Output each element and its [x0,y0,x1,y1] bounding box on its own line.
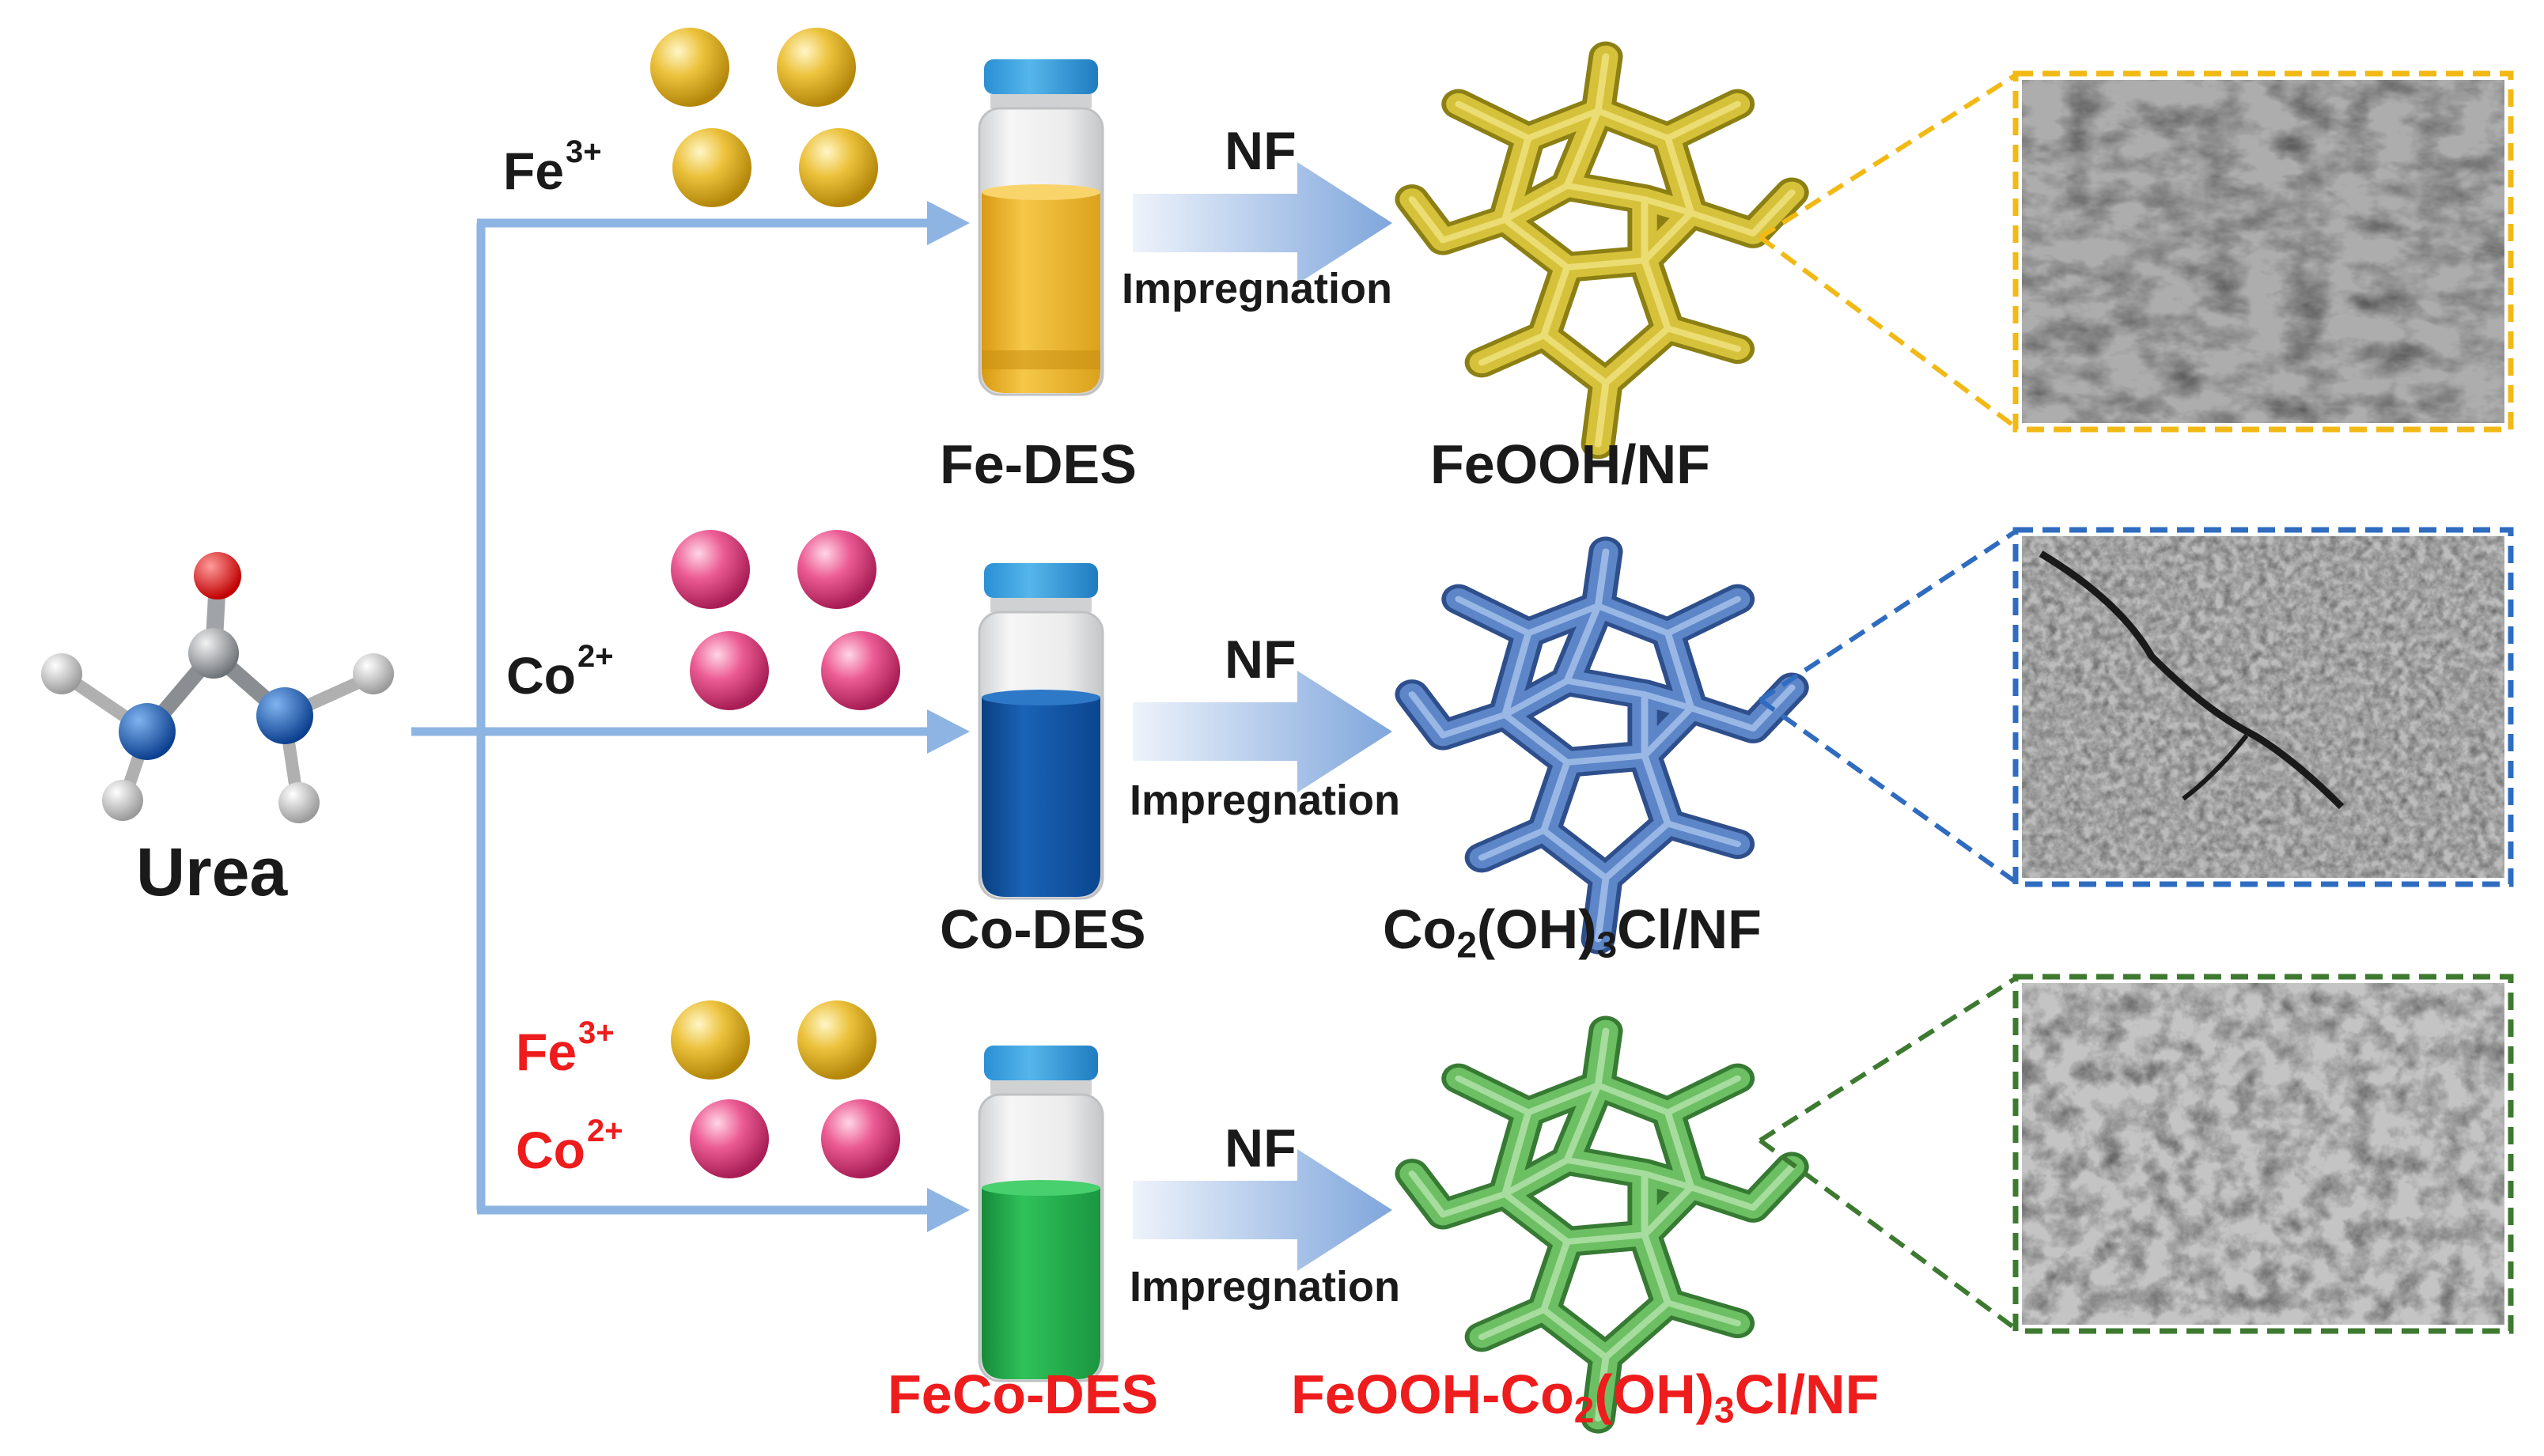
reagent-label: NF [1225,121,1297,181]
co-ion-sphere [671,530,750,609]
oxygen-atom [194,552,241,599]
product-label: FeOOH/NF [1430,433,1710,495]
ion-symbol: Fe [503,142,565,200]
ion-label-fe: Fe3+ [503,136,602,197]
framework-feooh-co2ohcl [1412,1031,1792,1418]
solution-label: FeCo-DES [888,1363,1159,1425]
co-ion-sphere [797,530,876,609]
co-ion-sphere [690,1099,769,1178]
vial-co [978,563,1104,900]
sem-image-feooh-co2ohcl [2012,974,2514,1334]
ion-label-co: Co2+ [516,1115,623,1176]
co-ion-sphere [821,1099,900,1178]
product-subscript: 2 [1456,924,1477,966]
framework-feooh [1412,56,1792,444]
fe-ion-sphere [672,128,751,207]
hydrogen-atom [41,653,82,694]
product-subscript: 3 [1713,1389,1735,1431]
branch-connector [411,218,935,1215]
fe-ion-sphere [777,28,856,107]
product-formula-part: Cl/NF [1734,1363,1880,1425]
fe-ion-sphere [671,1000,750,1080]
fe-ion-sphere [797,1000,876,1080]
nitrogen-atom [119,703,176,760]
nitrogen-atom [256,687,313,744]
fe-ion-sphere [799,128,878,207]
product-formula-part: (OH) [1594,1363,1714,1425]
carbon-atom [188,628,239,679]
hydrogen-atom [102,780,143,821]
ion-charge: 2+ [586,1114,623,1148]
reagent-label: NF [1225,1118,1297,1178]
sem-image-co2ohcl [2012,527,2514,887]
impregnation-arrow [1133,162,1392,284]
ion-charge: 3+ [566,134,602,169]
impregnation-arrow [1133,671,1392,792]
process-label: Impregnation [1130,777,1401,824]
ion-spheres-fe [650,28,878,207]
molecule-label: Urea [136,834,288,910]
zoom-callout-co [1758,529,2017,884]
product-label: FeOOH-Co2(OH)3Cl/NF [1291,1367,1879,1428]
arrowhead [927,1188,970,1232]
product-formula-part: Cl/NF [1617,898,1762,960]
hydrogen-atom [278,782,320,823]
branch-arrowheads [927,201,970,1232]
product-label: Co2(OH)3Cl/NF [1383,902,1762,963]
sem-image-feooh [2012,70,2514,433]
vial-feco [978,1046,1104,1382]
arrowhead [927,709,970,754]
process-label: Impregnation [1130,1263,1401,1310]
reagent-label: NF [1225,630,1297,690]
product-subscript: 2 [1573,1389,1595,1431]
zoom-callout-fe [1758,73,2017,429]
urea-molecule [41,552,394,823]
ion-charge: 3+ [578,1015,615,1050]
vial-fe [978,59,1104,396]
ion-charge: 2+ [577,639,614,674]
co-ion-sphere [821,631,900,710]
product-subscript: 3 [1596,924,1618,966]
co-ion-sphere [690,631,769,710]
framework-co2ohcl [1412,551,1792,939]
product-formula-part: (OH) [1476,898,1597,960]
ion-symbol: Fe [516,1023,577,1081]
ion-symbol: Co [516,1121,585,1179]
ion-label-fe: Fe3+ [516,1017,615,1078]
ion-spheres-co [671,530,900,710]
ion-label-co: Co2+ [506,641,614,702]
solution-label: Co-DES [940,898,1146,960]
hydrogen-atom [353,653,394,694]
ion-spheres-feco [671,1000,900,1178]
product-formula-part: FeOOH-Co [1291,1363,1574,1425]
solution-label: Fe-DES [940,433,1137,495]
process-label: Impregnation [1122,265,1393,312]
ion-symbol: Co [506,646,576,705]
fe-ion-sphere [650,28,729,107]
arrowhead [927,201,970,245]
impregnation-arrow [1133,1149,1392,1271]
product-formula-part: Co [1383,898,1457,960]
zoom-callout-feco [1758,976,2017,1331]
